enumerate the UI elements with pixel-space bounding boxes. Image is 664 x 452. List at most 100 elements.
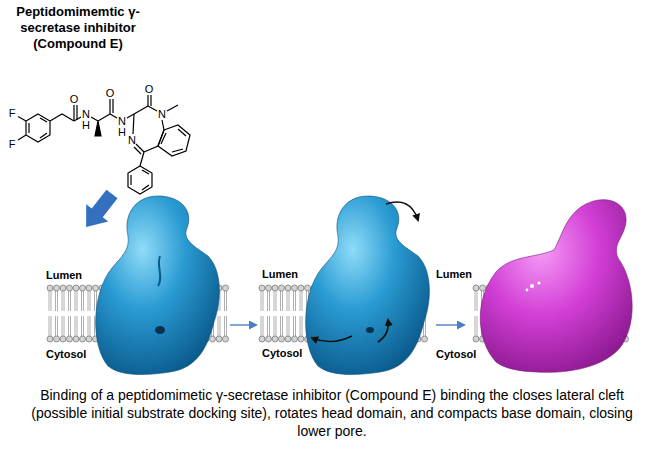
lipid-tail bbox=[287, 291, 288, 311]
lipid-tail bbox=[68, 291, 69, 311]
bond bbox=[161, 133, 166, 144]
compaction-arrow bbox=[378, 320, 388, 342]
lipid-tail bbox=[75, 291, 76, 311]
figure-caption: Binding of a peptidomimetic γ-secretase … bbox=[24, 386, 640, 440]
bond bbox=[18, 135, 26, 140]
lipid-tail bbox=[224, 291, 225, 311]
lipid-tail bbox=[295, 316, 296, 336]
bond bbox=[134, 147, 141, 154]
lipid-head bbox=[259, 336, 265, 342]
lipid-tail bbox=[83, 291, 84, 311]
step-arrow bbox=[230, 324, 256, 325]
lipid-head bbox=[292, 285, 298, 291]
bond bbox=[167, 105, 178, 111]
bond bbox=[73, 105, 74, 121]
bond bbox=[178, 129, 186, 136]
lipid-head bbox=[86, 285, 92, 291]
bond bbox=[40, 118, 47, 122]
lipid-head bbox=[298, 336, 304, 342]
lipid-tail bbox=[295, 291, 296, 311]
compaction-arrow bbox=[312, 336, 352, 342]
lipid-tail bbox=[274, 291, 275, 311]
bond bbox=[91, 117, 98, 121]
lipid-tail bbox=[293, 291, 294, 311]
lipid-tail bbox=[51, 316, 52, 336]
lipid-tail bbox=[282, 291, 283, 311]
lipid-tail bbox=[293, 316, 294, 336]
atom-label: N bbox=[118, 116, 126, 127]
bond bbox=[18, 117, 26, 122]
lipid-tail bbox=[261, 291, 262, 311]
bond bbox=[112, 99, 113, 113]
bond bbox=[40, 133, 47, 138]
bond bbox=[110, 114, 117, 118]
lipid-head bbox=[60, 285, 66, 291]
atom-label: O bbox=[70, 94, 79, 105]
region-label: Lumen bbox=[436, 268, 472, 280]
bond bbox=[150, 95, 151, 106]
bond bbox=[28, 123, 29, 133]
region-label: Cytosol bbox=[262, 347, 302, 359]
lipid-tail bbox=[62, 291, 63, 311]
lipid-tail bbox=[218, 316, 219, 336]
lipid-tail bbox=[57, 291, 58, 311]
lipid-tail bbox=[70, 291, 71, 311]
bond bbox=[127, 114, 134, 118]
lipid-tail bbox=[477, 316, 478, 336]
lipid-tail bbox=[282, 316, 283, 336]
lipid-tail bbox=[280, 316, 281, 336]
lipid-head bbox=[298, 285, 304, 291]
lipid-head bbox=[305, 285, 311, 291]
step-arrow bbox=[436, 324, 464, 325]
lipid-head bbox=[223, 285, 229, 291]
bond bbox=[162, 120, 164, 130]
lipid-tail bbox=[475, 316, 476, 336]
atom-label: F bbox=[9, 139, 16, 150]
bond bbox=[109, 99, 110, 114]
lipid-tail bbox=[81, 316, 82, 336]
bond bbox=[76, 105, 77, 120]
atom-label: N bbox=[82, 109, 90, 120]
lipid-tail bbox=[289, 316, 290, 336]
lipid-tail bbox=[94, 291, 95, 311]
lipid-tail bbox=[88, 291, 89, 311]
lipid-tail bbox=[274, 316, 275, 336]
gamma-secretase-blob bbox=[306, 196, 430, 374]
lipid-tail bbox=[81, 291, 82, 311]
atom-label: F bbox=[9, 108, 16, 119]
lipid-tail bbox=[94, 316, 95, 336]
lower-pore bbox=[155, 326, 165, 334]
rotation-arrow bbox=[386, 202, 418, 220]
lipid-tail bbox=[64, 316, 65, 336]
lipid-head bbox=[47, 336, 53, 342]
lipid-head bbox=[422, 336, 428, 342]
lipid-tail bbox=[220, 316, 221, 336]
atom-label: H bbox=[118, 127, 126, 138]
lipid-head bbox=[54, 336, 60, 342]
lipid-tail bbox=[62, 316, 63, 336]
lipid-tail bbox=[302, 316, 303, 336]
lipid-head bbox=[285, 285, 291, 291]
ring bbox=[128, 166, 152, 194]
bond bbox=[140, 152, 144, 166]
lipid-tail bbox=[77, 291, 78, 311]
lipid-tail bbox=[55, 316, 56, 336]
lipid-head bbox=[80, 336, 86, 342]
lipid-head bbox=[272, 285, 278, 291]
gamma-secretase-blob bbox=[96, 196, 220, 374]
lipid-tail bbox=[90, 316, 91, 336]
ring bbox=[158, 125, 190, 156]
lipid-tail bbox=[64, 291, 65, 311]
lipid-tail bbox=[226, 291, 227, 311]
region-label: Lumen bbox=[46, 269, 82, 281]
bond bbox=[50, 114, 74, 121]
lipid-head bbox=[272, 336, 278, 342]
lipid-tail bbox=[55, 291, 56, 311]
lipid-tail bbox=[289, 291, 290, 311]
lipid-head bbox=[67, 285, 73, 291]
lipid-tail bbox=[276, 291, 277, 311]
lipid-head bbox=[73, 285, 79, 291]
region-label: Cytosol bbox=[436, 348, 476, 360]
